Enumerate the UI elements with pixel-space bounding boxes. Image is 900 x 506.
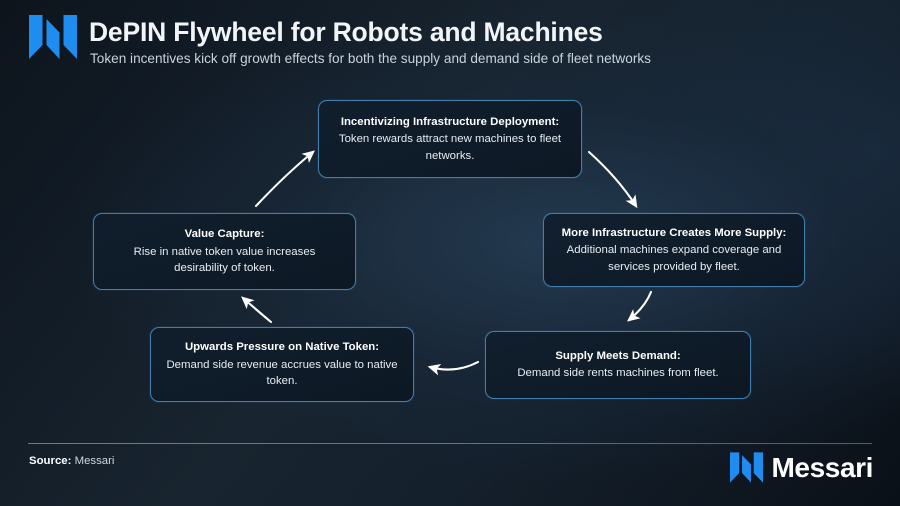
arrow-demand-to-pressure <box>427 360 480 376</box>
flow-box-description: Additional machines expand coverage and … <box>566 244 782 273</box>
arrow-supply-to-demand <box>627 290 653 322</box>
messari-logo-icon <box>29 15 77 59</box>
flow-box-supply-meets-demand[interactable]: Supply Meets Demand: Demand side rents m… <box>485 331 751 399</box>
flow-box-description: Token rewards attract new machines to fl… <box>338 133 562 162</box>
flow-box-title: More Infrastructure Creates More Supply: <box>561 226 787 239</box>
flow-box-title: Supply Meets Demand: <box>555 350 681 363</box>
source-label: Source: <box>29 455 72 467</box>
source-value: Messari <box>74 455 115 467</box>
flow-box-description: Demand side rents machines from fleet. <box>517 367 719 380</box>
arrow-deployment-to-supply <box>587 150 638 209</box>
header: DePIN Flywheel for Robots and Machines T… <box>0 0 900 82</box>
arrow-value-capture-to-deployment <box>254 150 315 208</box>
arrow-pressure-to-value-capture <box>241 296 273 324</box>
flow-box-title: Value Capture: <box>184 228 265 241</box>
flow-box-incentivizing-infrastructure-deployment[interactable]: Incentivizing Infrastructure Deployment:… <box>318 100 582 178</box>
page-subtitle: Token incentives kick off growth effects… <box>90 51 651 66</box>
footer-brand: Messari <box>729 451 874 483</box>
flow-box-title: Upwards Pressure on Native Token: <box>184 341 380 354</box>
flow-box-upwards-pressure-on-native-token[interactable]: Upwards Pressure on Native Token: Demand… <box>150 327 414 402</box>
page-title: DePIN Flywheel for Robots and Machines <box>89 17 603 47</box>
flow-box-more-infrastructure-creates-more-supply[interactable]: More Infrastructure Creates More Supply:… <box>543 213 805 287</box>
footer-wordmark: Messari <box>771 451 874 483</box>
flow-box-title: Incentivizing Infrastructure Deployment: <box>340 115 560 128</box>
flow-box-description: Rise in native token value increases des… <box>133 245 316 275</box>
source-credit: Source: Messari <box>29 455 114 467</box>
flow-box-description: Demand side revenue accrues value to nat… <box>166 358 398 388</box>
flow-box-value-capture[interactable]: Value Capture: Rise in native token valu… <box>93 213 356 290</box>
footer-divider <box>28 443 872 444</box>
messari-logo-icon <box>729 452 763 483</box>
